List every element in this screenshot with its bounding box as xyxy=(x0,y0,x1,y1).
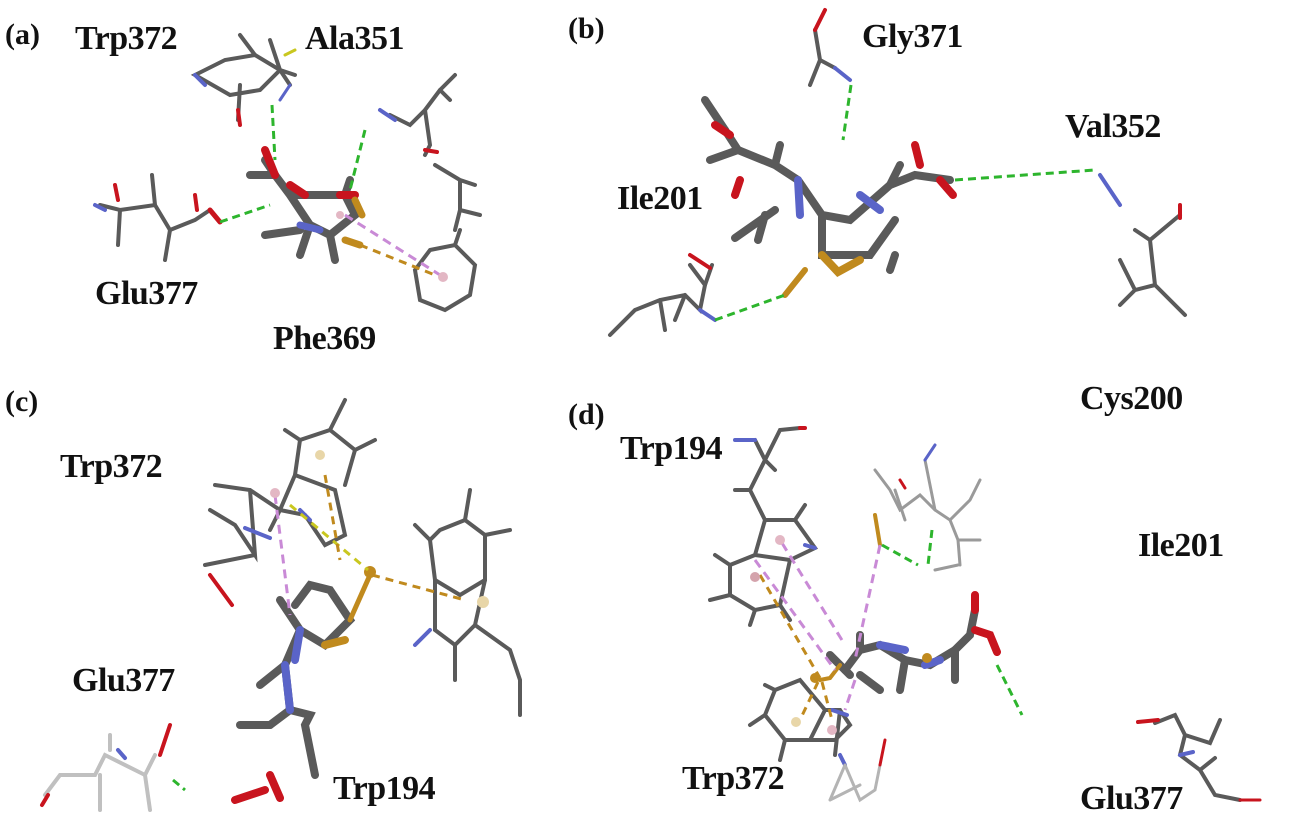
residue-label-trp372-c: Trp372 xyxy=(60,448,163,485)
residue-label-ile201-d: Ile201 xyxy=(1138,527,1224,564)
residue-label-trp194-d: Trp194 xyxy=(620,430,723,467)
residue-label-trp372: Trp372 xyxy=(75,20,178,57)
panel-b: (b) Gly371 Val352 Ile201 xyxy=(560,0,1300,380)
panel-label-a: (a) xyxy=(5,18,40,51)
residue-label-ala351: Ala351 xyxy=(305,20,405,57)
molecule-structure-b xyxy=(608,8,1187,337)
residue-label-phe369: Phe369 xyxy=(273,320,376,357)
residue-label-ile201: Ile201 xyxy=(617,180,703,217)
panel-label-b: (b) xyxy=(568,12,605,45)
residue-label-glu377-d: Glu377 xyxy=(1080,780,1183,817)
panel-c: (c) Trp372 Glu377 Trp194 xyxy=(0,380,560,837)
panel-a: (a) Trp372 Ala351 Glu377 Phe369 xyxy=(0,0,560,380)
residue-label-glu377: Glu377 xyxy=(95,275,198,312)
molecule-structure-a xyxy=(93,33,482,313)
molecule-structure-c xyxy=(40,398,522,812)
residue-label-trp372-d: Trp372 xyxy=(682,760,785,797)
residue-label-val352: Val352 xyxy=(1065,108,1161,145)
residue-label-trp194-c: Trp194 xyxy=(333,770,436,807)
residue-label-cys200: Cys200 xyxy=(1080,380,1183,417)
molecule-structure-d xyxy=(708,426,1262,803)
residue-label-gly371: Gly371 xyxy=(862,18,963,55)
panel-d: (d) Cys200 Trp194 Ile201 Trp372 Glu377 xyxy=(560,380,1300,837)
panel-label-d: (d) xyxy=(568,398,605,431)
residue-label-glu377-c: Glu377 xyxy=(72,662,175,699)
panel-label-c: (c) xyxy=(5,385,39,418)
